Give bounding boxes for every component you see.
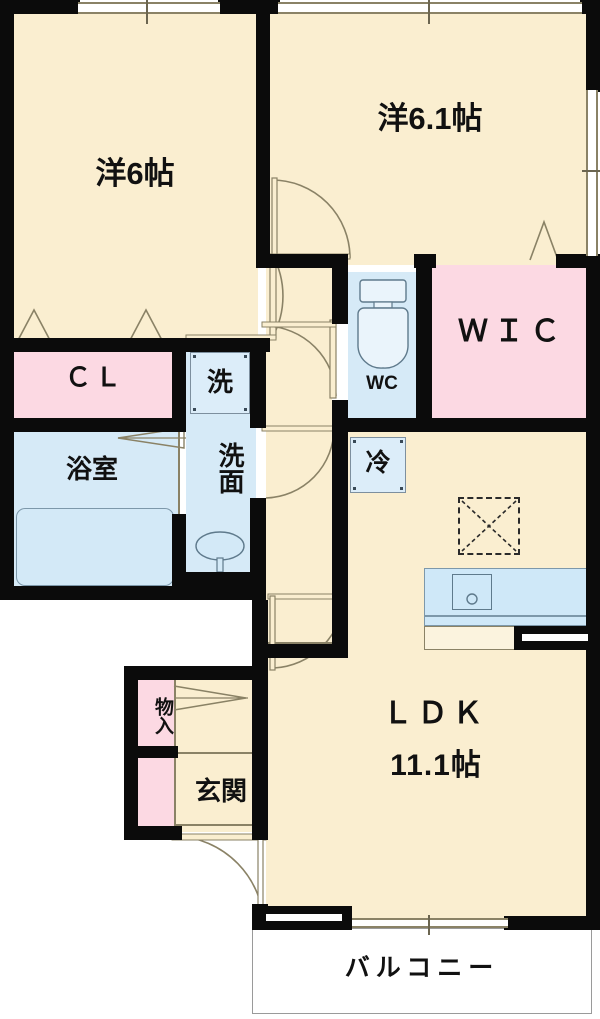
wall-hallway-bottom	[252, 644, 348, 658]
label-bathroom: 浴室	[65, 454, 118, 484]
room-floor-bedroom-right	[268, 10, 592, 265]
window-top-right	[278, 0, 582, 24]
label-balcony: バルコニー	[344, 954, 500, 982]
wall-bedroom-right-bottom-c	[556, 254, 600, 268]
room-floor-ldk-living	[266, 628, 592, 918]
trim-bath-right	[178, 432, 180, 514]
wall-corridor-right-mid	[332, 400, 348, 644]
label-bedroom-right: 洋6.1帖	[377, 101, 483, 136]
label-genkan: 玄関	[194, 776, 247, 806]
room-floor-balcony	[252, 928, 592, 1014]
room-floor-storage	[134, 678, 174, 748]
wall-storage-bottom	[124, 746, 178, 758]
window-right-side	[582, 90, 600, 256]
trim-genkan-divider	[174, 752, 266, 754]
bathtub-fixture	[16, 508, 174, 586]
kitchen-counter-lower-band	[424, 616, 592, 626]
wall-hallway-left-lower	[252, 600, 268, 658]
washbasin-fixture	[190, 528, 250, 574]
kitchen-sink-fixture	[452, 574, 492, 610]
kitchen-wall-opening	[514, 626, 600, 650]
wall-washroom-bottom	[186, 572, 266, 586]
window-top-left	[78, 0, 220, 24]
label-fridge: 冷	[365, 449, 391, 477]
wall-right-of-bath-upper	[172, 338, 186, 424]
label-washbasin: 洗面	[215, 442, 245, 494]
wall-ldk-bottom-right	[504, 916, 600, 930]
door-wc[interactable]	[261, 319, 340, 400]
room-floor-bedroom-left	[8, 10, 258, 340]
wall-outer-right-lower	[586, 254, 600, 930]
trim-hallway-bottom	[266, 642, 332, 644]
label-wc: WC	[366, 373, 398, 394]
wall-between-bedrooms	[256, 0, 270, 268]
door-bedroom-right[interactable]	[270, 177, 354, 262]
door-wic-folding[interactable]	[514, 218, 574, 262]
wall-genkan-right	[252, 658, 268, 840]
trim-tataki-right	[174, 757, 176, 827]
room-floor-closet	[8, 347, 180, 422]
toilet-fixture	[354, 278, 412, 386]
label-wic: ＷＩＣ	[458, 315, 566, 348]
balcony-door-threshold[interactable]	[260, 906, 352, 930]
label-ldk: ＬＤＫ	[382, 697, 488, 730]
wall-wic-top-pier	[416, 254, 436, 268]
wall-corridor-right-upper	[332, 268, 348, 324]
wall-wc-bottom	[332, 418, 432, 432]
wall-outer-right-upper	[586, 0, 600, 92]
door-bathroom[interactable]	[116, 426, 188, 452]
washing-machine-slot	[190, 352, 250, 414]
wall-outer-left	[0, 0, 14, 600]
label-washer: 洗	[206, 367, 233, 397]
label-bedroom-left: 洋6帖	[95, 156, 175, 191]
wall-bedroom-right-bottom-a	[256, 254, 348, 268]
wall-wc-right	[416, 268, 432, 420]
kitchen-counter-fixture	[424, 568, 592, 616]
label-closet: ＣＬ	[64, 362, 125, 392]
label-storage: 物入	[152, 697, 173, 735]
room-floor-genkan-tataki	[134, 757, 174, 830]
refrigerator-slot	[350, 437, 406, 493]
wall-washroom-right-upper	[250, 338, 266, 428]
door-storage-folding[interactable]	[170, 680, 252, 714]
wall-wic-bottom	[430, 418, 600, 432]
trim-storage-right	[174, 678, 176, 748]
wall-bath-bottom	[0, 586, 266, 600]
wall-closet-bath-divider	[0, 418, 186, 432]
ceiling-access-hatch	[458, 497, 520, 555]
window-balcony-glass	[350, 915, 508, 935]
room-floor-wic	[430, 265, 592, 420]
trim-genkan-step	[176, 824, 266, 826]
wall-genkan-top	[124, 666, 268, 680]
door-washroom[interactable]	[261, 424, 338, 502]
wall-top-mid-pier	[218, 0, 280, 14]
label-ldk-area: 11.1帖	[390, 749, 482, 782]
wall-bedroom-left-bottom	[0, 338, 270, 352]
wall-right-of-bath-lower	[172, 514, 186, 600]
wall-top-left-corner	[0, 0, 80, 14]
wall-genkan-bottom-left	[124, 826, 182, 840]
